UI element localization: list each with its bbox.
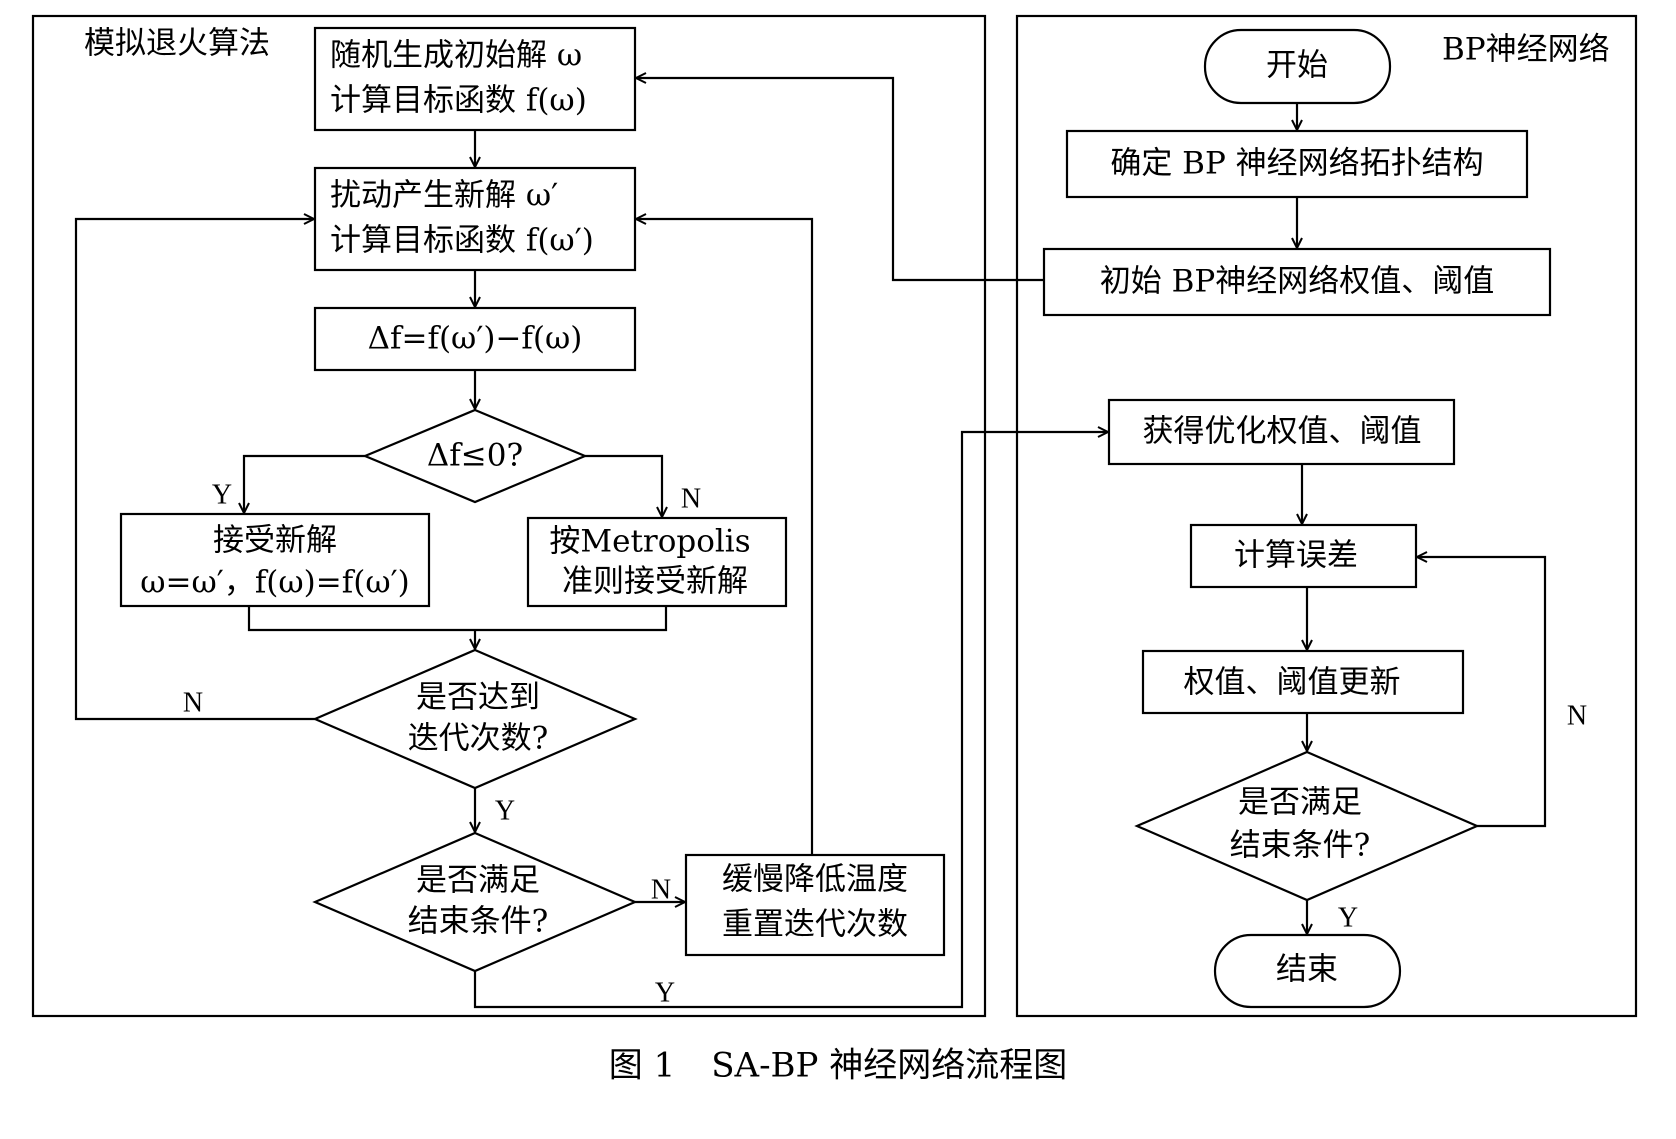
sa-cool-line2: 重置迭代次数 (722, 906, 908, 943)
edge-label-iter-no: N (182, 687, 204, 719)
edge-iter-no (74, 219, 315, 721)
sa-init-line2: 计算目标函数 f(ω) (330, 82, 587, 119)
edge-bp-init-to-sa (636, 78, 1044, 282)
edge-label-end-no: N (650, 874, 672, 906)
edge-label-iter-yes: Y (494, 795, 516, 827)
bp-end-terminal (1213, 933, 1402, 1009)
edge-label-end-yes: Y (654, 977, 676, 1009)
bp-end-decision-line1: 是否满足 (1238, 784, 1362, 821)
edge-label-bp-end-yes: Y (1337, 902, 1359, 934)
sa-metropolis-line1: 按Metropolis (549, 523, 751, 560)
edge-merge (247, 606, 668, 632)
bp-end-text: 结束 (1276, 951, 1338, 988)
sa-metropolis-box (526, 516, 788, 608)
sa-accept-line2: ω=ω′，f(ω)=f(ω′) (140, 564, 410, 601)
edge-delta-yes (244, 454, 365, 513)
bp-optimized-text: 获得优化权值、阈值 (1142, 413, 1422, 450)
bp-update-text: 权值、阈值更新 (1183, 664, 1401, 701)
bp-start-text: 开始 (1266, 47, 1328, 84)
bp-init-weights-box (1042, 247, 1552, 317)
sa-delta-text: Δf=f(ω′)−f(ω) (367, 320, 583, 357)
edge-delta-no (585, 454, 662, 517)
edge-cool-to-perturb (636, 219, 814, 855)
sa-delta-decision (362, 408, 588, 504)
sa-cool-box (684, 853, 946, 957)
bp-end-decision-line2: 结束条件? (1229, 827, 1371, 864)
bp-topology-text: 确定 BP 神经网络拓扑结构 (1110, 145, 1484, 182)
bp-init-weights-text: 初始 BP神经网络权值、阈值 (1099, 263, 1495, 300)
sa-cool-line1: 缓慢降低温度 (722, 861, 908, 898)
edge-bp-end-no (1417, 557, 1547, 828)
sa-delta-decision-text: Δf≤0? (426, 437, 524, 474)
bp-optimized-box (1107, 398, 1456, 466)
edge-end-yes-to-bp (473, 432, 1108, 1009)
edge-label-delta-no: N (680, 483, 702, 515)
bp-error-text: 计算误差 (1234, 537, 1358, 574)
sa-init-line1: 随机生成初始解 ω (330, 37, 583, 74)
sa-accept-box (119, 512, 431, 608)
sa-iter-decision-line1: 是否达到 (416, 679, 540, 716)
sa-accept-line1: 接受新解 (213, 522, 337, 559)
edge-label-bp-end-no: N (1566, 700, 1588, 732)
sa-iter-decision-line2: 迭代次数? (407, 720, 549, 757)
sa-end-decision-line1: 是否满足 (416, 862, 540, 899)
sa-perturb-line2: 计算目标函数 f(ω′) (330, 222, 594, 259)
sa-end-decision-line2: 结束条件? (407, 903, 549, 940)
sa-section-frame (31, 14, 987, 1018)
figure-number: 图 1 (608, 1045, 676, 1086)
figure-title: SA-BP 神经网络流程图 (711, 1045, 1068, 1086)
sa-metropolis-line2: 准则接受新解 (562, 563, 748, 600)
edge-label-delta-yes: Y (211, 479, 233, 511)
sa-section-title: 模拟退火算法 (84, 25, 270, 62)
sa-perturb-line1: 扰动产生新解 ω′ (330, 177, 559, 214)
figure-caption: 图 1 SA-BP 神经网络流程图 (609, 1038, 1067, 1087)
bp-section-title: BP神经网络 (1442, 31, 1610, 68)
bp-section-frame (1015, 14, 1638, 1018)
bp-update-box (1141, 649, 1465, 715)
